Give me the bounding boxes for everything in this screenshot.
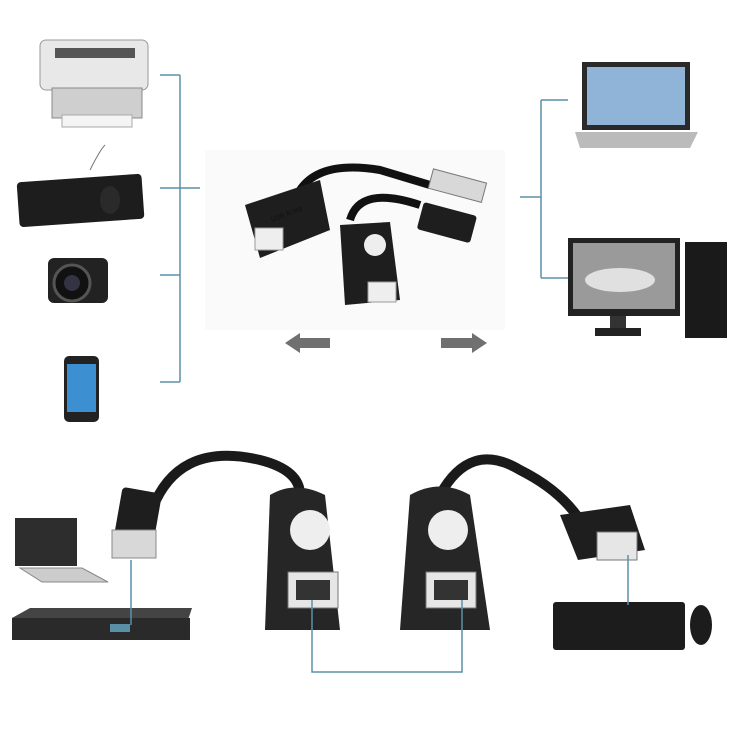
bottom-laptop-icon <box>15 518 109 583</box>
smartphone-icon <box>64 356 99 422</box>
bottom-keyboard-icon <box>553 602 685 650</box>
connection-lines <box>130 555 629 673</box>
usb-extender-adapter-pair-bottom <box>111 450 645 630</box>
right-device-bracket <box>520 99 568 279</box>
desktop-computer-icon <box>568 238 727 338</box>
arrow-left-icon <box>285 333 330 353</box>
bottom-mouse-icon <box>690 605 712 645</box>
laptop-icon <box>575 62 698 148</box>
printer-icon <box>39 39 149 128</box>
arrow-right-icon <box>441 333 487 353</box>
keyboard-mouse-icon <box>16 144 145 227</box>
camera-icon <box>48 258 108 303</box>
left-device-bracket <box>160 74 200 383</box>
usb-extender-adapter-pair-top <box>205 150 505 330</box>
dvr-icon <box>12 608 192 640</box>
